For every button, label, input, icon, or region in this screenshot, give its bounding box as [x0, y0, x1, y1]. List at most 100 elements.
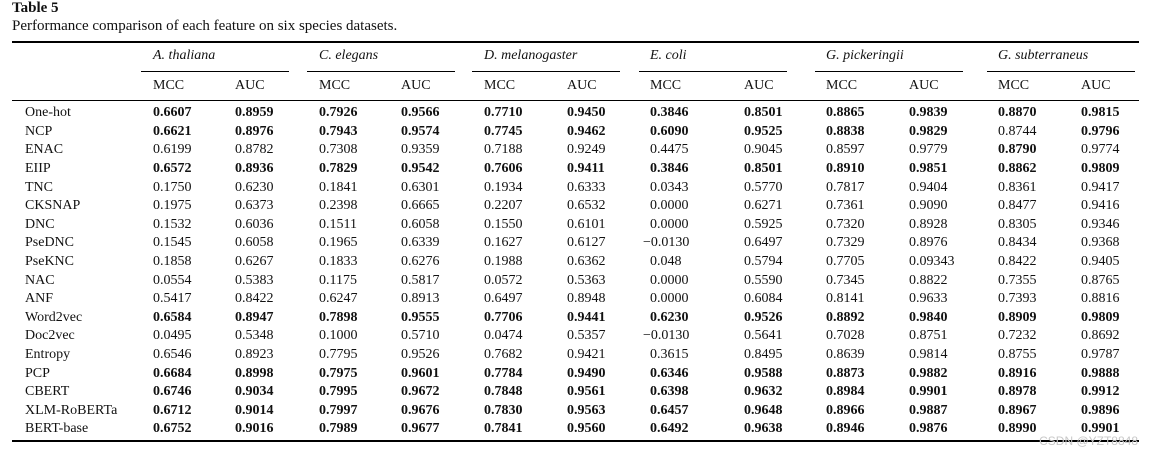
metric-cell: 0.4475: [650, 142, 689, 158]
feature-label: PCP: [25, 365, 50, 381]
metric-cell: 0.8892: [826, 309, 865, 325]
header-rule: [12, 100, 1139, 101]
metric-cell: 0.8141: [826, 291, 865, 307]
metric-cell: 0.9560: [567, 421, 606, 437]
feature-label: Entropy: [25, 347, 71, 363]
metric-cell: 0.7817: [826, 179, 865, 195]
metric-cell: 0.8422: [998, 254, 1037, 270]
metric-cell: 0.7926: [319, 105, 358, 121]
metric-cell: 0.6101: [567, 216, 606, 232]
metric-cell: 0.0000: [650, 216, 689, 232]
metric-header: AUC: [567, 78, 597, 93]
metric-header: MCC: [998, 78, 1030, 93]
metric-cell: 0.9405: [1081, 254, 1120, 270]
metric-cell: 0.9462: [567, 123, 606, 139]
metric-cell: 0.7682: [484, 347, 523, 363]
metric-cell: 0.6712: [153, 402, 192, 418]
metric-cell: 0.7606: [484, 161, 523, 177]
metric-cell: 0.9774: [1081, 142, 1120, 158]
metric-cell: 0.8870: [998, 105, 1037, 121]
metric-cell: 0.6584: [153, 309, 192, 325]
metric-cell: 0.6362: [567, 254, 606, 270]
metric-cell: 0.9901: [909, 384, 948, 400]
metric-cell: 0.8978: [998, 384, 1037, 400]
metric-cell: 0.6267: [235, 254, 274, 270]
metric-cell: 0.9588: [744, 365, 783, 381]
metric-cell: 0.6084: [744, 291, 783, 307]
metric-cell: 0.9034: [235, 384, 274, 400]
metric-cell: 0.7829: [319, 161, 358, 177]
metric-value: −0.0130: [643, 235, 690, 251]
metric-cell: 0.6607: [153, 105, 192, 121]
metric-cell: 0.7830: [484, 402, 523, 418]
metric-cell: 0.6665: [401, 198, 440, 214]
table-caption: Performance comparison of each feature o…: [12, 18, 398, 34]
metric-cell: 0.9090: [909, 198, 948, 214]
metric-cell: 0.5794: [744, 254, 783, 270]
feature-label: CBERT: [25, 384, 70, 400]
metric-cell: 0.9809: [1081, 309, 1120, 325]
metric-cell: 0.7188: [484, 142, 523, 158]
metric-cell: 0.1934: [484, 179, 523, 195]
metric-cell: 0.8984: [826, 384, 865, 400]
metric-cell: 0.8862: [998, 161, 1037, 177]
metric-cell: 0.8865: [826, 105, 865, 121]
metric-cell: 0.9404: [909, 179, 948, 195]
metric-cell: 0.9014: [235, 402, 274, 418]
metric-cell: 0.7795: [319, 347, 358, 363]
metric-cell: 0.7997: [319, 402, 358, 418]
metric-cell: 0.8816: [1081, 291, 1120, 307]
metric-cell: 0.8946: [826, 421, 865, 437]
metric-cell: 0.6276: [401, 254, 440, 270]
metric-cell: 0.8913: [401, 291, 440, 307]
metric-cell: 0.0572: [484, 272, 523, 288]
metric-cell: 0.6199: [153, 142, 192, 158]
metric-cell: 0.9796: [1081, 123, 1120, 139]
metric-cell: 0.8495: [744, 347, 783, 363]
metric-cell: 0.5710: [401, 328, 440, 344]
group-underline: [639, 71, 787, 72]
metric-cell: 0.9638: [744, 421, 783, 437]
metric-cell: 0.9633: [909, 291, 948, 307]
metric-cell: 0.8959: [235, 105, 274, 121]
metric-cell: 0.9566: [401, 105, 440, 121]
metric-cell: 0.8477: [998, 198, 1037, 214]
metric-cell: 0.5817: [401, 272, 440, 288]
metric-cell: 0.6572: [153, 161, 192, 177]
species-header: C. elegans: [319, 48, 379, 63]
metric-cell: 0.5770: [744, 179, 783, 195]
metric-cell: 0.9601: [401, 365, 440, 381]
metric-cell: 0.9525: [744, 123, 783, 139]
metric-cell: 0.5383: [235, 272, 274, 288]
feature-label: One-hot: [25, 105, 71, 121]
metric-header: AUC: [744, 78, 774, 93]
table-title: Table 5: [12, 0, 59, 16]
group-underline: [815, 71, 963, 72]
metric-cell: 0.7745: [484, 123, 523, 139]
metric-cell: 0.9249: [567, 142, 606, 158]
metric-cell: 0.7308: [319, 142, 358, 158]
feature-label: ENAC: [25, 142, 64, 158]
metric-cell: 0.5363: [567, 272, 606, 288]
feature-label: DNC: [25, 216, 55, 232]
metric-cell: 0.9676: [401, 402, 440, 418]
metric-header: AUC: [235, 78, 265, 93]
metric-cell: 0.0000: [650, 291, 689, 307]
metric-cell: 0.6247: [319, 291, 358, 307]
metric-cell: 0.8990: [998, 421, 1037, 437]
species-header: D. melanogaster: [484, 48, 578, 63]
metric-cell: −0.0130: [643, 327, 744, 346]
bottom-rule: [12, 440, 1139, 442]
metric-cell: 0.9416: [1081, 198, 1120, 214]
metric-cell: 0.7393: [998, 291, 1037, 307]
metric-cell: 0.9450: [567, 105, 606, 121]
metric-cell: 0.9563: [567, 402, 606, 418]
metric-cell: 0.6333: [567, 179, 606, 195]
metric-cell: 0.9421: [567, 347, 606, 363]
